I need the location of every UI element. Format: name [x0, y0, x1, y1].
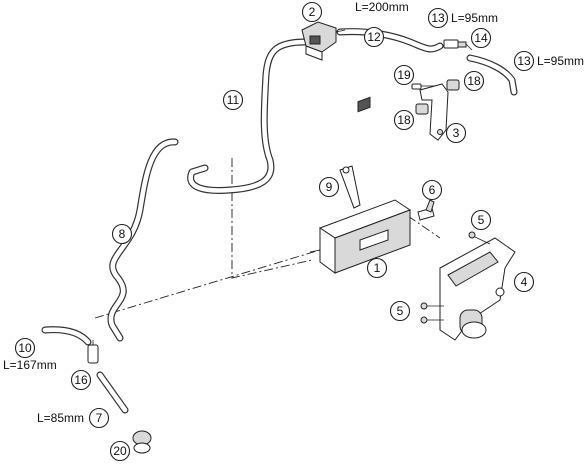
- charcoal-canister-1: [309, 96, 412, 274]
- callout-3: 3: [445, 122, 467, 144]
- hose-13: [466, 54, 518, 96]
- callout-18-left: 18: [393, 109, 415, 131]
- bracket-4: [439, 237, 516, 341]
- svg-text:20: 20: [113, 444, 127, 458]
- callout-2: 2: [301, 1, 323, 23]
- hose-10: [41, 326, 92, 346]
- length-label-hose-7: L=85mm: [37, 411, 84, 425]
- callout-13-top: 13: [427, 7, 449, 29]
- callout-13-right: 13: [513, 50, 535, 72]
- callout-11: 11: [222, 89, 244, 111]
- svg-text:5: 5: [397, 304, 404, 318]
- assembly-lines: [94, 158, 441, 319]
- svg-text:13: 13: [517, 54, 531, 68]
- screw-5-bottom-a: [420, 302, 444, 310]
- connector-14: [443, 39, 473, 51]
- callout-14: 14: [470, 27, 492, 49]
- svg-text:18: 18: [467, 74, 481, 88]
- length-label-hose-13-top: L=95mm: [451, 11, 498, 25]
- svg-text:10: 10: [18, 341, 32, 355]
- svg-text:5: 5: [478, 213, 485, 227]
- callout-8: 8: [111, 223, 133, 245]
- screw-5-top: [468, 231, 491, 245]
- svg-text:16: 16: [74, 373, 88, 387]
- clip-18-left: [415, 103, 429, 115]
- length-label-hose-13-right: L=95mm: [537, 54, 584, 68]
- svg-text:2: 2: [309, 5, 316, 19]
- callout-16: 16: [70, 369, 92, 391]
- callout-20: 20: [109, 440, 131, 462]
- cap-20: [132, 430, 152, 454]
- hose-12: [336, 28, 444, 53]
- svg-text:12: 12: [367, 30, 381, 44]
- length-label-hose-10: L=167mm: [3, 358, 57, 372]
- svg-text:13: 13: [431, 11, 445, 25]
- strap-9: [339, 165, 361, 209]
- callout-19: 19: [393, 64, 415, 86]
- purge-valve-2: [301, 21, 346, 61]
- callouts: 1 2 3 4 5 5 6 7: [14, 1, 535, 462]
- length-label-hose-12: L=200mm: [355, 0, 409, 14]
- length-labels: L=200mm L=95mm L=95mm L=167mm L=85mm: [3, 0, 584, 425]
- svg-text:9: 9: [326, 180, 333, 194]
- clip-18-right: [446, 79, 460, 91]
- callout-9: 9: [318, 176, 340, 198]
- svg-text:3: 3: [453, 126, 460, 140]
- callout-5-top: 5: [470, 209, 492, 231]
- svg-text:11: 11: [227, 93, 240, 107]
- callout-18-right: 18: [463, 70, 485, 92]
- svg-text:6: 6: [429, 183, 436, 197]
- callout-7: 7: [88, 407, 110, 429]
- callout-5-bottom: 5: [389, 300, 411, 322]
- callout-12: 12: [363, 26, 385, 48]
- callout-6: 6: [421, 179, 443, 201]
- screw-5-bottom-b: [420, 316, 444, 324]
- callout-4: 4: [513, 271, 535, 293]
- svg-text:1: 1: [374, 261, 381, 275]
- hose-7: [96, 371, 129, 414]
- svg-text:18: 18: [397, 113, 411, 127]
- bracket-3: [411, 79, 460, 141]
- callout-10: 10: [14, 337, 36, 359]
- svg-text:8: 8: [119, 227, 126, 241]
- callout-1: 1: [366, 257, 388, 279]
- svg-text:4: 4: [521, 275, 528, 289]
- hose-11: [187, 38, 309, 194]
- fitting-16: [87, 340, 99, 364]
- screw-19: [411, 83, 434, 90]
- svg-text:7: 7: [96, 411, 103, 425]
- svg-text:14: 14: [474, 31, 488, 45]
- hose-8: [107, 138, 179, 342]
- svg-text:19: 19: [397, 68, 411, 82]
- fitting-6: [417, 199, 435, 221]
